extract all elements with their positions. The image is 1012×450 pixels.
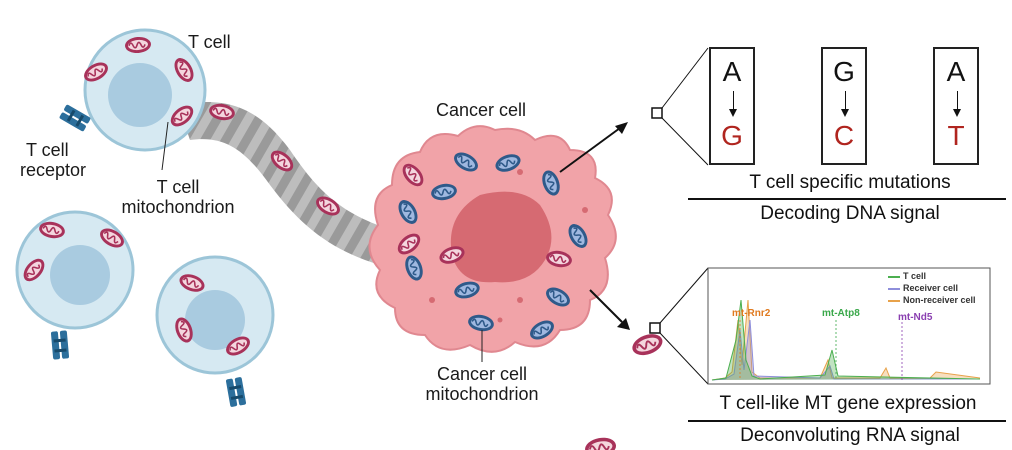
legend-swatch <box>888 287 900 290</box>
cancer-mito-label-2: mitochondrion <box>425 384 539 404</box>
legend-swatch <box>888 299 900 302</box>
rna-panel-divider <box>688 420 1006 422</box>
t-cell-mito-label-2: mitochondrion <box>121 197 235 217</box>
zoom-mito-dna <box>628 47 709 360</box>
legend-t-cell: T cell <box>888 271 926 281</box>
cancer-mito-label-1: Cancer cell <box>436 364 528 384</box>
zoom-mito-rna <box>582 267 709 450</box>
mutation-arrow-head <box>729 109 737 117</box>
gene-label-mt-rnr2: mt-Rnr2 <box>732 308 771 319</box>
legend-swatch <box>888 275 900 278</box>
legend-receiver-cell: Receiver cell <box>888 283 958 293</box>
t-cell-receptor-label-1: T cell <box>26 140 69 160</box>
rna-panel-title: T cell-like MT gene expression <box>719 393 977 414</box>
mutation-box-3: A T <box>933 47 979 165</box>
mutation-ref-base: G <box>833 56 855 87</box>
mutation-alt-base: C <box>833 120 855 151</box>
dna-panel-divider <box>688 198 1006 200</box>
mutation-box-1: A G <box>709 47 755 165</box>
mutation-ref-base: A <box>946 56 966 87</box>
expression-plot <box>707 267 991 385</box>
gene-label-mt-nd5: mt-Nd5 <box>898 312 933 323</box>
t-cell-receptor-label-2: receptor <box>20 160 87 180</box>
cancer-cell-label: Cancer cell <box>436 100 527 120</box>
mutation-ref-base: A <box>722 56 742 87</box>
t-cell-mito-label-1: T cell <box>156 177 200 197</box>
legend-label: Receiver cell <box>903 283 959 293</box>
rna-panel-subtitle: Deconvoluting RNA signal <box>740 425 960 446</box>
t-cell-label: T cell <box>188 32 231 52</box>
gene-label-mt-atp8: mt-Atp8 <box>822 308 860 319</box>
mutation-alt-base: G <box>721 120 743 151</box>
nanotube <box>178 102 392 265</box>
mutation-alt-base: T <box>947 120 965 151</box>
mutation-arrow <box>845 91 846 113</box>
dna-panel-title: T cell specific mutations <box>749 172 951 193</box>
mutation-arrow-head <box>841 109 849 117</box>
arrows <box>559 122 630 330</box>
t-cell-main <box>58 28 207 171</box>
legend-label: T cell <box>903 271 927 281</box>
cancer-cell <box>368 125 617 362</box>
mutation-arrow-head <box>953 109 961 117</box>
t-cell-lower-middle <box>155 255 275 408</box>
mutation-box-2: G C <box>821 47 867 165</box>
t-cell-lower-left <box>15 210 135 360</box>
mutation-arrow <box>733 91 734 113</box>
dna-panel-subtitle: Decoding DNA signal <box>760 203 940 224</box>
legend-non-receiver-cell: Non-receiver cell <box>888 295 976 305</box>
legend-label: Non-receiver cell <box>903 295 976 305</box>
mutation-arrow <box>957 91 958 113</box>
